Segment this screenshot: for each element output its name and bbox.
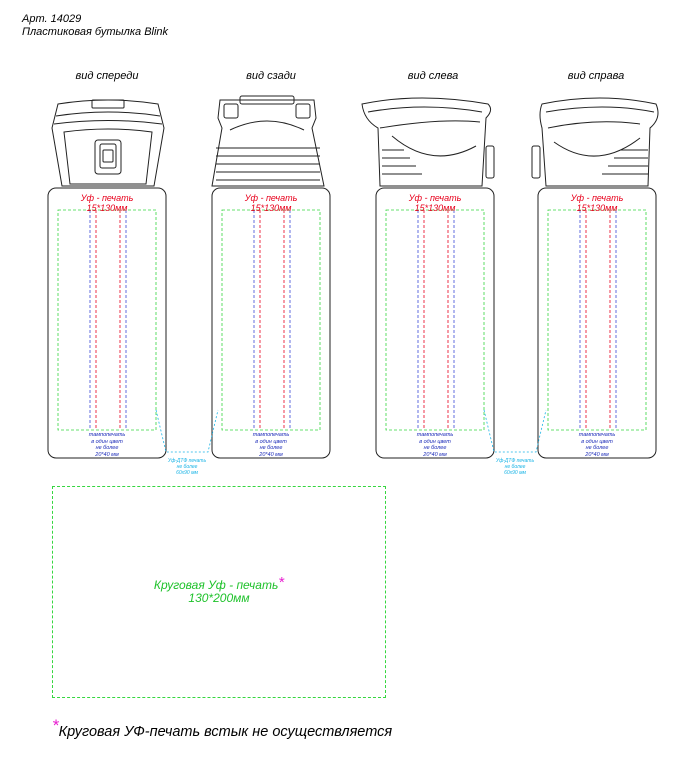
product-name: Пластиковая бутылка Blink (22, 26, 169, 38)
print-zones-left (385, 209, 485, 431)
wrap-print-label: Круговая Уф - печать* 130*200мм (153, 574, 285, 605)
print-zones-right (547, 209, 647, 431)
back-body (211, 187, 331, 459)
left-cap (361, 97, 492, 187)
left-body (375, 187, 495, 459)
right-body (537, 187, 657, 459)
asterisk-icon: * (278, 574, 285, 591)
view-label-back: вид сзади (246, 70, 296, 82)
bottle-front (47, 99, 167, 459)
dtf-zone-1 (155, 409, 219, 453)
footnote: *Круговая УФ-печать встык не осуществляе… (52, 716, 393, 740)
back-cap (211, 99, 325, 187)
view-label-front: вид спереди (75, 70, 139, 82)
print-zones-front (57, 209, 157, 431)
right-cap (539, 97, 659, 187)
front-body (47, 187, 167, 459)
article-number: Арт. 14029 (22, 13, 82, 25)
bottle-left (361, 97, 495, 459)
wrap-print-area (52, 486, 386, 698)
view-label-left: вид слева (407, 70, 459, 82)
bottle-right (531, 97, 659, 459)
bottle-back (211, 95, 331, 459)
print-zones-back (221, 209, 321, 431)
asterisk-icon: * (52, 716, 59, 735)
dtf-zone-2 (483, 409, 547, 453)
view-label-right: вид справа (567, 70, 625, 82)
front-cap (51, 99, 165, 187)
